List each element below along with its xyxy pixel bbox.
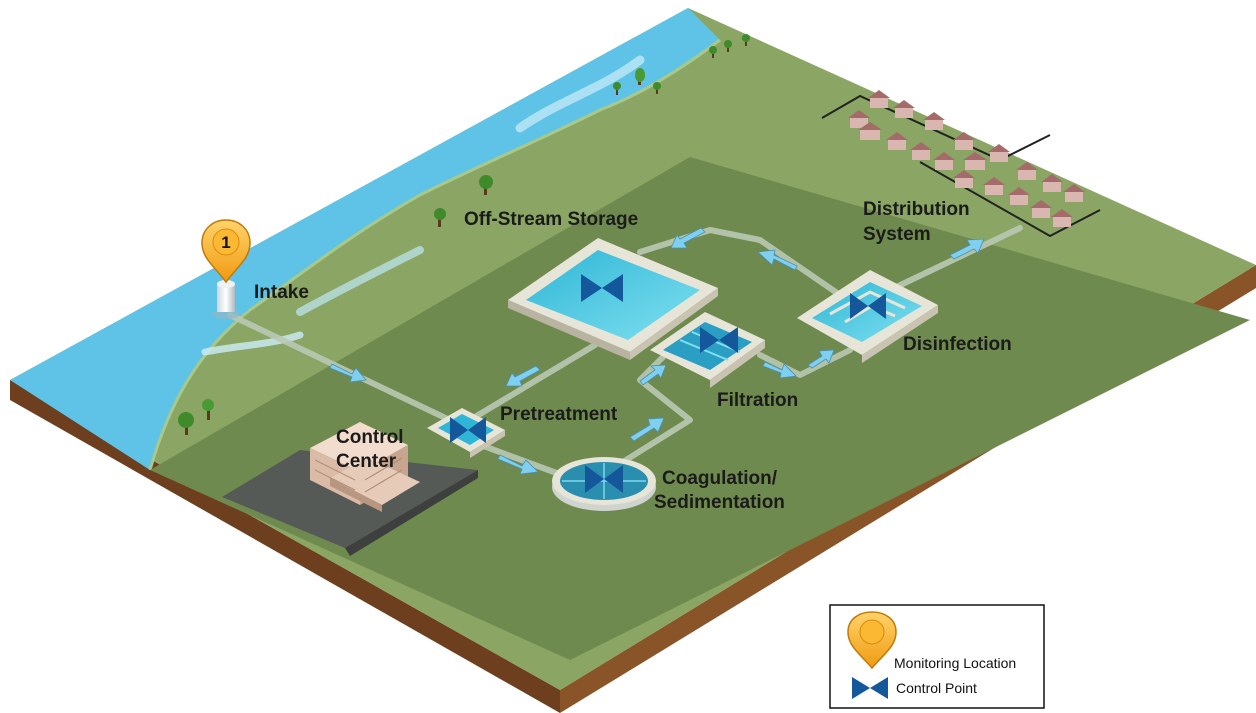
label-control-center-line2: Center: [336, 451, 397, 472]
label-distribution-line1: Distribution: [863, 199, 970, 220]
river: [10, 8, 720, 470]
flow-arrow-icon: [629, 417, 665, 442]
tree-icon: [434, 208, 446, 227]
flow-arrows: [329, 227, 985, 475]
house-icon: [923, 112, 945, 130]
label-disinfection: Disinfection: [903, 334, 1012, 355]
ground-slab: [10, 8, 1256, 713]
coagulation-clarifier: [552, 457, 656, 511]
flow-arrow-icon: [329, 363, 367, 383]
flow-arrow-icon: [670, 227, 706, 249]
pipe-pretreatment-to-storage: [467, 342, 598, 423]
pipe-disinfection-to-distribution: [887, 225, 1023, 293]
label-pretreatment: Pretreatment: [500, 404, 618, 425]
bowtie-valve-icon: [585, 465, 623, 493]
flow-arrow-icon: [949, 238, 985, 260]
label-filtration: Filtration: [717, 390, 798, 411]
tree-icon: [479, 175, 493, 195]
house-icon: [983, 177, 1005, 195]
flow-arrow-icon: [807, 349, 835, 369]
tree-icon: [613, 82, 621, 95]
tree-icon: [178, 412, 194, 435]
house-icon: [933, 152, 955, 170]
monitoring-location-marker[interactable]: 1: [201, 219, 251, 284]
house-icon: [1030, 200, 1052, 218]
house-icon: [1008, 187, 1030, 205]
house-icon: [868, 90, 890, 108]
label-coagulation-line1: Coagulation/: [662, 468, 778, 489]
tree-icon: [202, 399, 214, 420]
river-flow-swoosh: [201, 331, 304, 356]
house-icon: [953, 170, 975, 188]
house-icon: [910, 142, 932, 160]
legend-monitoring-row: Monitoring Location: [847, 611, 1016, 671]
river-flow-swoosh: [515, 55, 645, 133]
neighborhood: [821, 90, 1101, 238]
intake-silo: [212, 280, 240, 319]
label-off-stream-storage: Off-Stream Storage: [464, 209, 638, 230]
label-coagulation-line2: Sedimentation: [654, 492, 785, 513]
house-icon: [1016, 162, 1038, 180]
house-icon: [893, 100, 915, 118]
house-icon: [988, 144, 1010, 162]
flow-arrow-icon: [639, 364, 667, 386]
bowtie-valve-icon: [450, 417, 486, 443]
tree-icon: [653, 82, 661, 94]
pipe-intake-to-pretreatment: [227, 312, 463, 428]
parking-lot-edge: [345, 470, 478, 556]
pipe-filtration-to-disinfection: [757, 347, 853, 378]
label-control-center-line1: Control: [336, 427, 404, 448]
control-center-building: [310, 422, 420, 512]
tree-icon: [709, 46, 717, 58]
legend-control-point-label: Control Point: [896, 680, 977, 696]
tree-icon: [635, 68, 645, 85]
house-icon: [858, 122, 882, 140]
flow-arrow-icon: [497, 454, 539, 475]
monitoring-marker-number: 1: [221, 233, 230, 252]
house-icon: [953, 132, 975, 150]
house-icon: [963, 152, 987, 170]
disinfection-basin: [797, 270, 938, 363]
control-points: [450, 274, 886, 493]
flow-arrow-icon: [757, 249, 798, 271]
tree-icon: [724, 40, 732, 52]
house-icon: [1063, 184, 1085, 202]
tree-icon: [742, 34, 750, 46]
plant-area: [150, 157, 1250, 660]
house-icon: [1041, 174, 1063, 192]
flow-arrow-icon: [505, 365, 541, 387]
legend: Monitoring Location Control Point: [829, 604, 1045, 709]
house-icon: [848, 110, 870, 128]
labels: Intake Off-Stream Storage Distribution S…: [254, 199, 1012, 513]
bowtie-valve-icon: [850, 293, 886, 319]
bowtie-valve-icon: [852, 677, 888, 699]
label-intake: Intake: [254, 282, 309, 303]
trees: [178, 34, 750, 435]
legend-control-row: Control Point: [852, 677, 977, 699]
river-flow-swoosh: [296, 246, 424, 316]
flow-arrow-icon: [762, 361, 797, 379]
house-icon: [1051, 209, 1073, 227]
label-distribution-line2: System: [863, 224, 931, 245]
house-icon: [886, 132, 908, 150]
bowtie-valve-icon: [581, 274, 623, 302]
legend-monitoring-location-label: Monitoring Location: [894, 655, 1016, 671]
bowtie-valve-icon: [700, 327, 738, 353]
